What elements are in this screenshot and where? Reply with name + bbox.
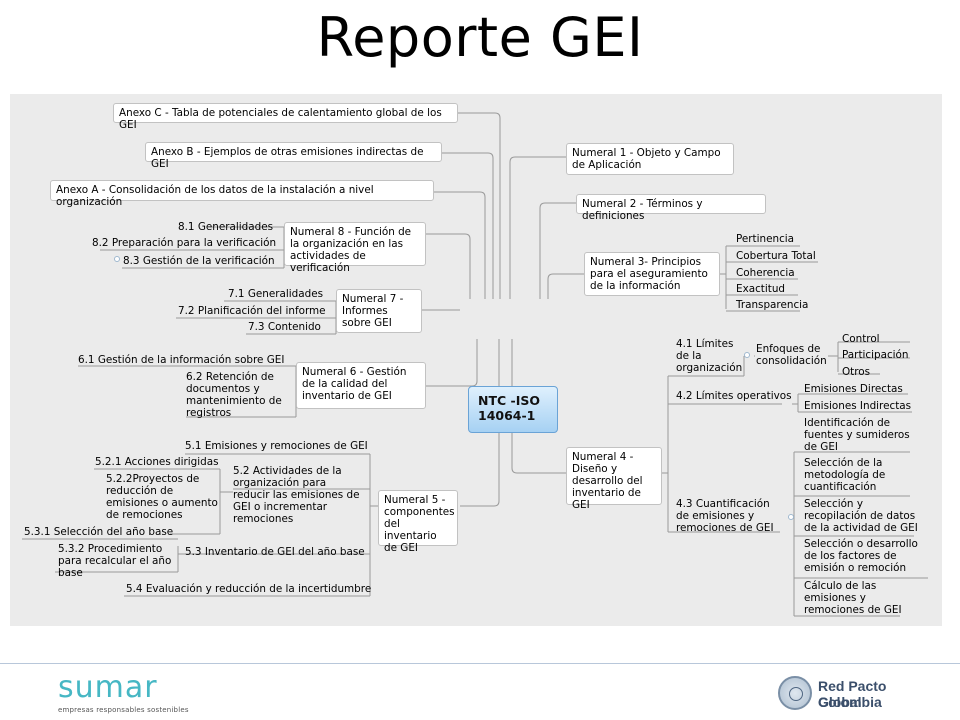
leaf-7-3[interactable]: 7.3 Contenido	[248, 321, 321, 333]
wire-annex-c	[455, 112, 501, 299]
leaf-5-2-1[interactable]: 5.2.1 Acciones dirigidas	[95, 456, 219, 468]
leaf-3-pertinencia[interactable]: Pertinencia	[736, 233, 795, 245]
mind-map-connectors	[22, 112, 928, 617]
leaf-4-1-participacion[interactable]: Participación	[842, 349, 909, 361]
leaf-3-cobertura[interactable]: Cobertura Total	[736, 250, 816, 262]
leaf-6-2[interactable]: 6.2 Retención de documentos y mantenimie…	[186, 371, 282, 419]
leaf-4-1[interactable]: 4.1 Límites de la organización	[676, 338, 743, 374]
leaf-5-1[interactable]: 5.1 Emisiones y remociones de GEI	[185, 440, 368, 452]
global-compact-seal-icon	[778, 676, 812, 710]
sumar-logo-tagline: empresas responsables sostenibles	[58, 706, 189, 714]
wire-annex-b	[440, 152, 494, 299]
leaf-4-2-indirectas[interactable]: Emisiones Indirectas	[804, 400, 912, 412]
wire-n5	[460, 339, 500, 507]
numeral-7-node[interactable]: Numeral 7 - Informes sobre GEI	[336, 289, 422, 333]
leaf-4-1-otros[interactable]: Otros	[842, 366, 871, 378]
leaf-8-1[interactable]: 8.1 Generalidades	[178, 221, 274, 233]
leaf-5-3-2[interactable]: 5.3.2 Procedimiento para recalcular el a…	[58, 543, 172, 579]
pacto-logo-line2: Colombia	[818, 694, 882, 710]
leaf-5-3-1[interactable]: 5.3.1 Selección del año base	[24, 526, 174, 538]
collapse-dot[interactable]	[114, 256, 120, 262]
collapse-dot[interactable]	[788, 514, 794, 520]
wire-n2	[539, 202, 576, 299]
pacto-logo-line1: Red Pacto Global	[818, 678, 887, 710]
wire-n1	[509, 156, 566, 299]
wire-n4	[511, 339, 566, 474]
leaf-5-4[interactable]: 5.4 Evaluación y reducción de la incerti…	[126, 583, 372, 595]
leaf-7-1[interactable]: 7.1 Generalidades	[228, 288, 324, 300]
leaf-4-3-calculo[interactable]: Cálculo de las emisiones y remociones de…	[804, 580, 902, 616]
pacto-global-logo: Red Pacto Global Colombia	[778, 676, 928, 712]
leaf-8-3[interactable]: 8.3 Gestión de la verificación	[123, 255, 275, 267]
annex-c-node[interactable]: Anexo C - Tabla de potenciales de calent…	[113, 103, 458, 131]
wire-n8	[425, 233, 471, 299]
footer-divider	[0, 663, 960, 664]
leaf-4-3-identificacion[interactable]: Identificación de fuentes y sumideros de…	[804, 417, 910, 453]
numeral-2-node[interactable]: Numeral 2 - Términos y definiciones	[576, 194, 766, 222]
sumar-logo-word: sumar	[58, 670, 158, 705]
root-node[interactable]: NTC -ISO 14064-1	[468, 386, 558, 433]
leaf-3-exactitud[interactable]: Exactitud	[736, 283, 786, 295]
annex-b-node[interactable]: Anexo B - Ejemplos de otras emisiones in…	[145, 142, 442, 170]
leaf-4-1-enfoques[interactable]: Enfoques de consolidación	[756, 343, 827, 367]
numeral-5-node[interactable]: Numeral 5 - componentes del inventario d…	[378, 490, 458, 554]
numeral-1-node[interactable]: Numeral 1 - Objeto y Campo de Aplicación	[566, 143, 734, 175]
leaf-8-2[interactable]: 8.2 Preparación para la verificación	[92, 237, 277, 249]
leaf-5-2-2[interactable]: 5.2.2Proyectos de reducción de emisiones…	[106, 473, 218, 521]
leaf-5-2[interactable]: 5.2 Actividades de la organización para …	[233, 465, 360, 525]
leaf-4-3[interactable]: 4.3 Cuantificación de emisiones y remoci…	[676, 498, 774, 534]
wire-n3	[547, 273, 584, 299]
numeral-6-node[interactable]: Numeral 6 - Gestión de la calidad del in…	[296, 362, 426, 409]
collapse-dot[interactable]	[744, 352, 750, 358]
annex-a-node[interactable]: Anexo A - Consolidación de los datos de …	[50, 180, 434, 208]
leaf-4-3-seleccion-datos[interactable]: Selección y recopilación de datos de la …	[804, 498, 918, 534]
wire-annex-a	[432, 191, 486, 299]
slide-title: Reporte GEI	[316, 6, 644, 69]
mind-map: Anexo C - Tabla de potenciales de calent…	[10, 94, 942, 626]
numeral-3-node[interactable]: Numeral 3- Principios para el aseguramie…	[584, 252, 720, 296]
leaf-6-1[interactable]: 6.1 Gestión de la información sobre GEI	[78, 354, 285, 366]
wire-n6	[425, 339, 478, 387]
leaf-4-1-control[interactable]: Control	[842, 333, 880, 345]
leaf-3-coherencia[interactable]: Coherencia	[736, 267, 795, 279]
leaf-4-3-seleccion-metodologia[interactable]: Selección de la metodología de cuantific…	[804, 457, 886, 493]
sumar-logo: sumar empresas responsables sostenibles	[58, 670, 189, 715]
leaf-4-2-directas[interactable]: Emisiones Directas	[804, 383, 903, 395]
leaf-5-3[interactable]: 5.3 Inventario de GEI del año base	[185, 546, 365, 558]
leaf-7-2[interactable]: 7.2 Planificación del informe	[178, 305, 326, 317]
leaf-3-transparencia[interactable]: Transparencia	[736, 299, 809, 311]
numeral-4-node[interactable]: Numeral 4 - Diseño y desarrollo del inve…	[566, 447, 662, 511]
numeral-8-node[interactable]: Numeral 8 - Función de la organización e…	[284, 222, 426, 274]
leaf-4-2[interactable]: 4.2 Límites operativos	[676, 390, 792, 402]
leaf-4-3-factores[interactable]: Selección o desarrollo de los factores d…	[804, 538, 918, 574]
